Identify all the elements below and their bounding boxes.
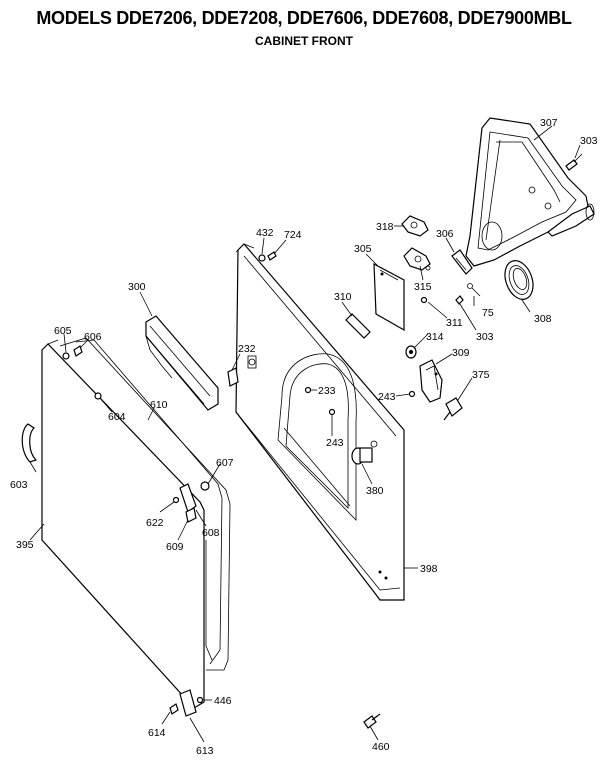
part-460-screw <box>363 713 381 729</box>
part-308-seal <box>504 260 534 300</box>
part-243-screw-center <box>328 408 336 416</box>
part-315-bracket <box>403 247 431 271</box>
label-607: 607 <box>216 457 234 469</box>
part-306-bracket <box>451 249 481 297</box>
label-603: 603 <box>10 479 28 491</box>
label-460: 460 <box>372 741 390 753</box>
part-395-door-panel <box>41 339 205 709</box>
part-305-plate <box>373 262 405 332</box>
label-307: 307 <box>540 117 558 129</box>
label-446: 446 <box>214 695 232 707</box>
label-724: 724 <box>284 229 302 241</box>
part-605-screw <box>62 352 70 360</box>
part-432-screw <box>258 254 266 262</box>
label-232: 232 <box>238 343 256 355</box>
part-604-screw <box>94 392 102 400</box>
part-398-front-panel <box>235 243 405 601</box>
label-300: 300 <box>128 281 146 293</box>
part-607-strike <box>200 481 210 491</box>
part-603-handle <box>21 423 38 463</box>
part-243-screw <box>408 390 416 398</box>
part-233-screw <box>304 386 312 394</box>
part-309-switch <box>419 359 443 403</box>
label-306: 306 <box>436 228 454 240</box>
part-613-hinge <box>179 689 197 717</box>
part-375-switch <box>443 397 463 421</box>
part-609-screw <box>185 507 197 523</box>
leader-lines <box>29 125 581 743</box>
label-606: 606 <box>84 331 102 343</box>
part-608-hinge <box>179 483 197 513</box>
part-614-screw <box>169 703 179 715</box>
label-309: 309 <box>452 347 470 359</box>
label-610: 610 <box>150 399 168 411</box>
label-398: 398 <box>420 563 438 575</box>
label-605: 605 <box>54 325 72 337</box>
part-311-fastener <box>420 296 428 304</box>
label-303: 303 <box>476 331 494 343</box>
label-613: 613 <box>196 745 214 757</box>
label-243-center: 243 <box>326 437 344 449</box>
label-310: 310 <box>334 291 352 303</box>
part-622-screw <box>172 496 180 504</box>
part-380-door-switch <box>351 440 378 465</box>
label-318: 318 <box>376 221 394 233</box>
label-308: 308 <box>534 313 552 325</box>
label-233: 233 <box>318 385 336 397</box>
label-75: 75 <box>482 307 494 319</box>
part-318-bracket <box>401 215 429 237</box>
page-subtitle: CABINET FRONT <box>255 34 353 48</box>
part-303-screw <box>455 295 464 305</box>
part-307-bulkhead <box>465 117 595 267</box>
label-311: 311 <box>446 317 463 329</box>
label-315: 315 <box>414 281 432 293</box>
label-375: 375 <box>472 369 490 381</box>
part-310-clip <box>345 313 371 339</box>
part-446-screw <box>196 696 204 704</box>
label-604: 604 <box>108 411 126 423</box>
label-243-right: 243 <box>378 391 396 403</box>
label-303-top: 303 <box>580 135 598 147</box>
part-door-liner <box>59 337 231 671</box>
page-title: MODELS DDE7206, DDE7208, DDE7606, DDE760… <box>36 8 572 28</box>
part-314-grommet <box>405 345 417 359</box>
part-300-filter-housing <box>145 315 219 411</box>
label-609: 609 <box>166 541 184 553</box>
part-303-screw-top <box>565 153 583 171</box>
label-608: 608 <box>202 527 220 539</box>
label-395: 395 <box>16 539 34 551</box>
part-606-screw <box>73 345 83 357</box>
part-232-bracket <box>227 367 239 387</box>
label-314: 314 <box>426 331 444 343</box>
label-432: 432 <box>256 227 274 239</box>
label-380: 380 <box>366 485 384 497</box>
label-305: 305 <box>354 243 372 255</box>
label-622: 622 <box>146 517 164 529</box>
label-614: 614 <box>148 727 166 739</box>
